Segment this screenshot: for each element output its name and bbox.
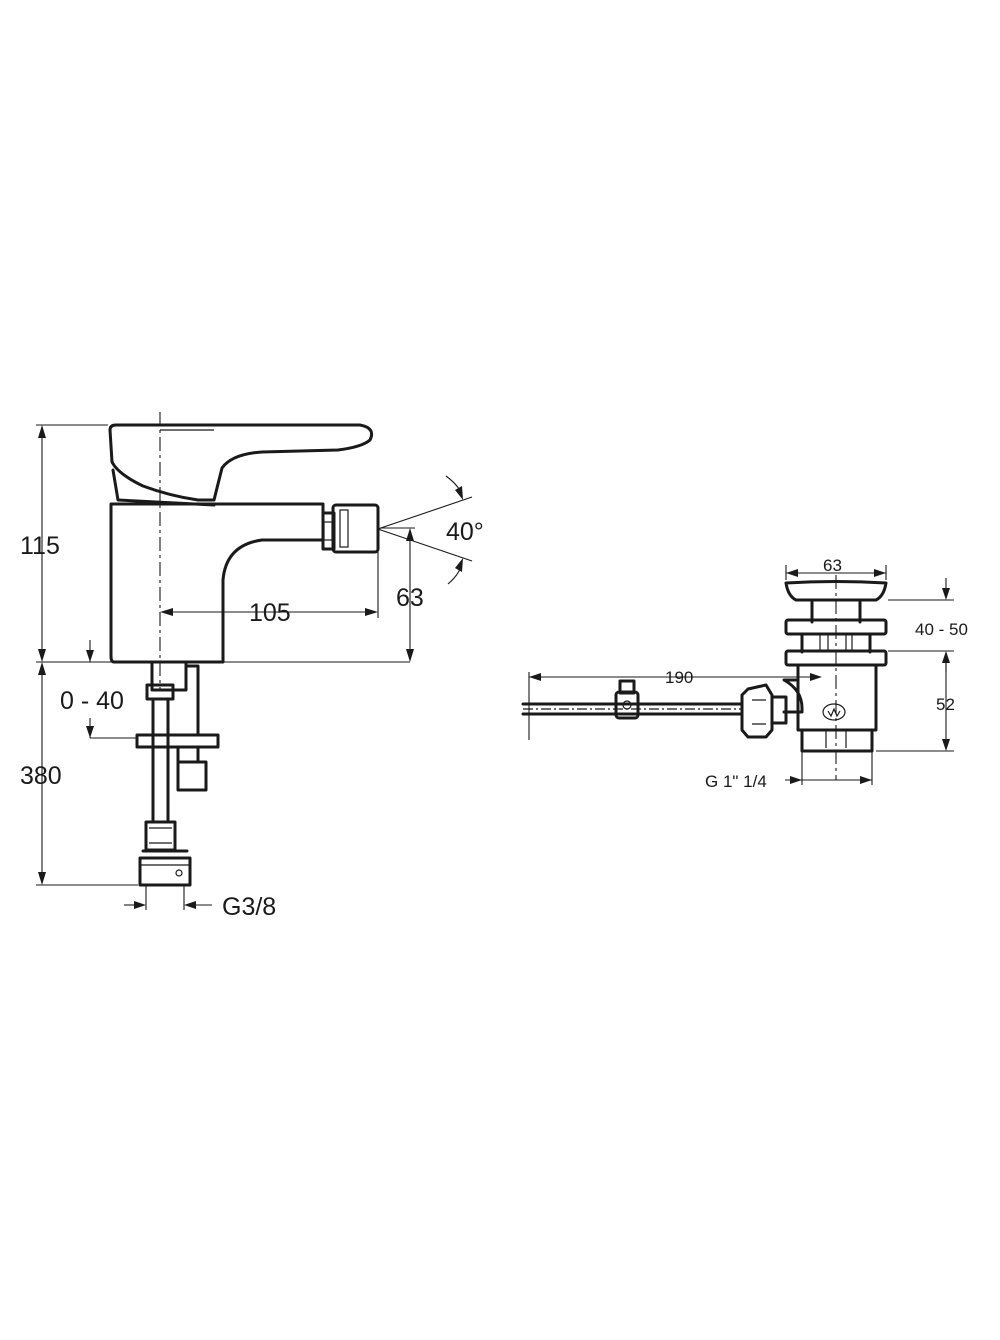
dim-thread-label: G 1" 1/4 bbox=[705, 772, 767, 791]
popup-waste-drawing: 63 40 - 50 52 190 G 1" 1/4 bbox=[521, 556, 968, 791]
mounting-shank bbox=[135, 660, 220, 887]
dim-spout-reach-label: 105 bbox=[249, 599, 291, 627]
dim-spout-height-label: 63 bbox=[396, 584, 424, 612]
bidet-mixer-drawing: 115 380 0 - 40 105 63 40° bbox=[20, 412, 484, 921]
dim-spray-angle-label: 40° bbox=[446, 518, 484, 546]
rod-connector bbox=[740, 683, 774, 739]
waste-cap bbox=[784, 580, 888, 602]
waste-tail bbox=[800, 728, 874, 753]
dim-body-height-label: 115 bbox=[20, 532, 60, 560]
dim-cap-diameter-label: 63 bbox=[823, 556, 842, 575]
rod-clamp bbox=[614, 679, 640, 720]
dim-connection-label: G3/8 bbox=[222, 893, 276, 921]
dim-rod-length-label: 190 bbox=[665, 668, 693, 687]
spray-nozzle bbox=[321, 503, 380, 554]
mixer-body bbox=[109, 502, 325, 664]
dim-hose-length-label: 380 bbox=[20, 762, 62, 790]
dim-adjust-range-label: 0 - 40 bbox=[60, 687, 124, 715]
dim-body-height-label-waste: 52 bbox=[936, 695, 955, 714]
dim-height-range-label: 40 - 50 bbox=[915, 620, 968, 639]
waste-logo bbox=[822, 703, 846, 721]
pull-rod bbox=[521, 702, 744, 716]
lever-handle bbox=[108, 423, 374, 502]
